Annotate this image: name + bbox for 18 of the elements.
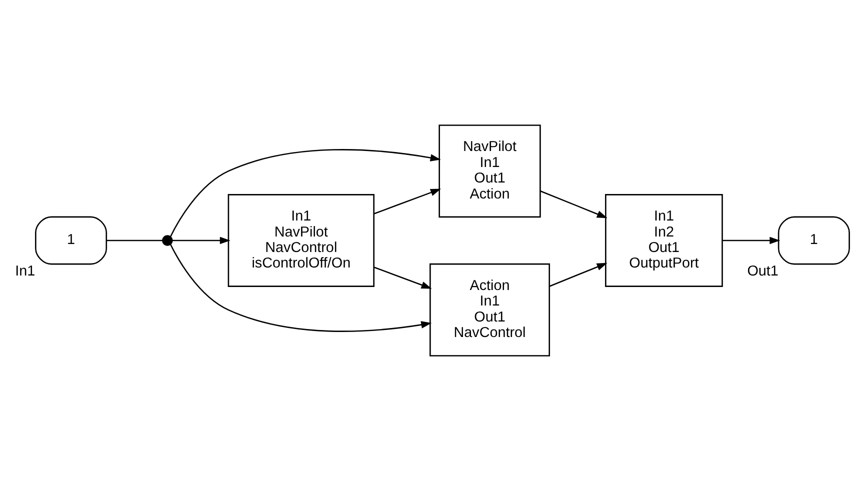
node-circle	[162, 234, 173, 246]
node-box: 1	[778, 216, 850, 264]
node-box: In1 In2 Out1 OutputPort	[605, 194, 723, 286]
node-label: Out1	[747, 263, 778, 280]
node-label: In1	[15, 263, 36, 280]
node-box: Action In1 Out1 NavControl	[430, 262, 550, 356]
arrow	[170, 148, 441, 236]
node-box: NavPilot In1 Out1 Action	[438, 124, 541, 218]
node-box: In1 NavPilot NavControl isControlOff/On	[228, 194, 374, 286]
connector	[106, 239, 162, 241]
arrow	[549, 262, 608, 286]
arrow	[374, 188, 442, 214]
arrow	[172, 236, 230, 244]
node-box: 1	[35, 216, 108, 264]
arrow	[540, 190, 608, 218]
arrow	[170, 244, 432, 332]
arrow	[722, 236, 780, 244]
arrow	[374, 266, 432, 288]
